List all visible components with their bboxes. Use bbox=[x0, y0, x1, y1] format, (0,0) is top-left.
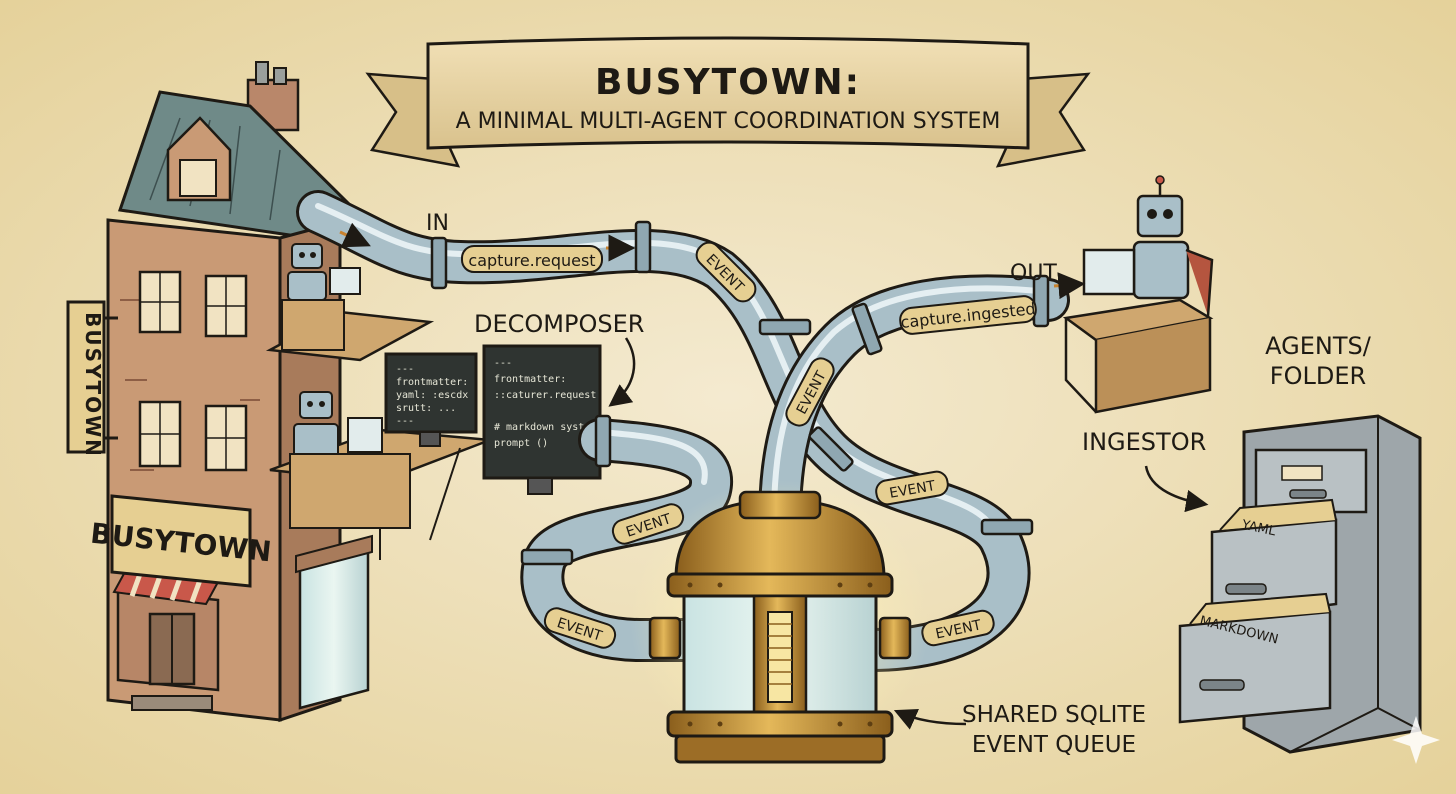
queue-label-line1: SHARED SQLITE bbox=[962, 702, 1146, 728]
monitor-left-line: --- bbox=[396, 416, 414, 427]
monitor-right-line: --- bbox=[494, 358, 512, 369]
banner-subtitle: A MINIMAL MULTI-AGENT COORDINATION SYSTE… bbox=[456, 109, 1001, 134]
capture-request-text: capture.request bbox=[468, 251, 595, 270]
banner-title: BUSYTOWN: bbox=[595, 62, 861, 103]
agents-folder-label-line2: FOLDER bbox=[1270, 362, 1366, 390]
monitor-left-line: srutt: ... bbox=[396, 403, 456, 414]
vertical-sign-text: BUSYTOWN bbox=[81, 312, 105, 458]
monitor-left-line: --- bbox=[396, 364, 414, 375]
event-queue-tank bbox=[630, 480, 930, 762]
monitor-right: --- frontmatter: ::caturer.request # mar… bbox=[484, 346, 600, 494]
queue-label-line2: EVENT QUEUE bbox=[972, 732, 1136, 758]
decomposer-label: DECOMPOSER bbox=[474, 310, 644, 338]
monitor-right-line: frontmatter: bbox=[494, 374, 566, 385]
monitor-right-line: ::caturer.request bbox=[494, 390, 596, 401]
monitor-left-line: frontmatter: bbox=[396, 377, 468, 388]
monitor-left: --- frontmatter: yaml: :escdx srutt: ...… bbox=[386, 354, 476, 446]
agents-folder-label-line1: AGENTS/ bbox=[1265, 332, 1372, 360]
ingestor-label: INGESTOR bbox=[1082, 428, 1206, 456]
out-label: OUT bbox=[1010, 261, 1057, 286]
monitor-left-line: yaml: :escdx bbox=[396, 390, 468, 401]
monitor-right-line: prompt () bbox=[494, 438, 548, 449]
front-sign: BUSYTOWN bbox=[89, 496, 273, 586]
in-label: IN bbox=[426, 211, 449, 236]
